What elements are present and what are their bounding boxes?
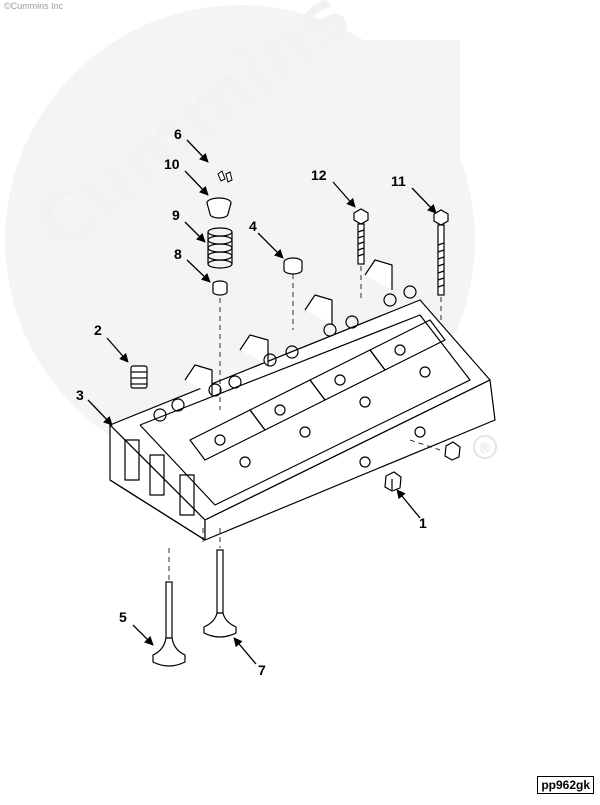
insert-ring-part-4 (283, 257, 303, 275)
callout-5: 5 (119, 609, 127, 625)
callout-8: 8 (174, 246, 182, 262)
callout-9: 9 (172, 207, 180, 223)
callout-1: 1 (419, 515, 427, 531)
valve-spring-part-9 (207, 227, 233, 269)
callout-4: 4 (249, 218, 257, 234)
drawing-code-label: pp962gk (537, 776, 594, 794)
callout-2: 2 (94, 322, 102, 338)
valve-collet-part-6 (217, 170, 233, 183)
callout-11: 11 (391, 173, 406, 189)
cylinder-head (109, 259, 496, 541)
callout-7: 7 (258, 662, 266, 678)
valve-seal-part-8 (212, 280, 228, 296)
spring-retainer-part-10 (206, 197, 232, 219)
callout-leaders (87, 139, 437, 665)
watermark-registered-mark: ® (478, 441, 492, 457)
cap-nut-part-1 (384, 441, 461, 492)
copyright-notice: ©Cummins Inc (4, 1, 64, 11)
plug-part-2 (130, 365, 148, 389)
callout-6: 6 (174, 126, 182, 142)
exhaust-valve-part-7 (203, 549, 237, 638)
bolt-part-11 (433, 209, 449, 296)
callout-12: 12 (311, 167, 327, 183)
callout-3: 3 (76, 387, 84, 403)
assembly-lines (168, 266, 442, 580)
bolt-part-12 (353, 208, 369, 265)
callout-numbers: 1 2 3 4 5 6 7 8 9 10 11 12 (76, 126, 427, 678)
callout-10: 10 (164, 156, 180, 172)
intake-valve-part-5 (152, 581, 186, 667)
